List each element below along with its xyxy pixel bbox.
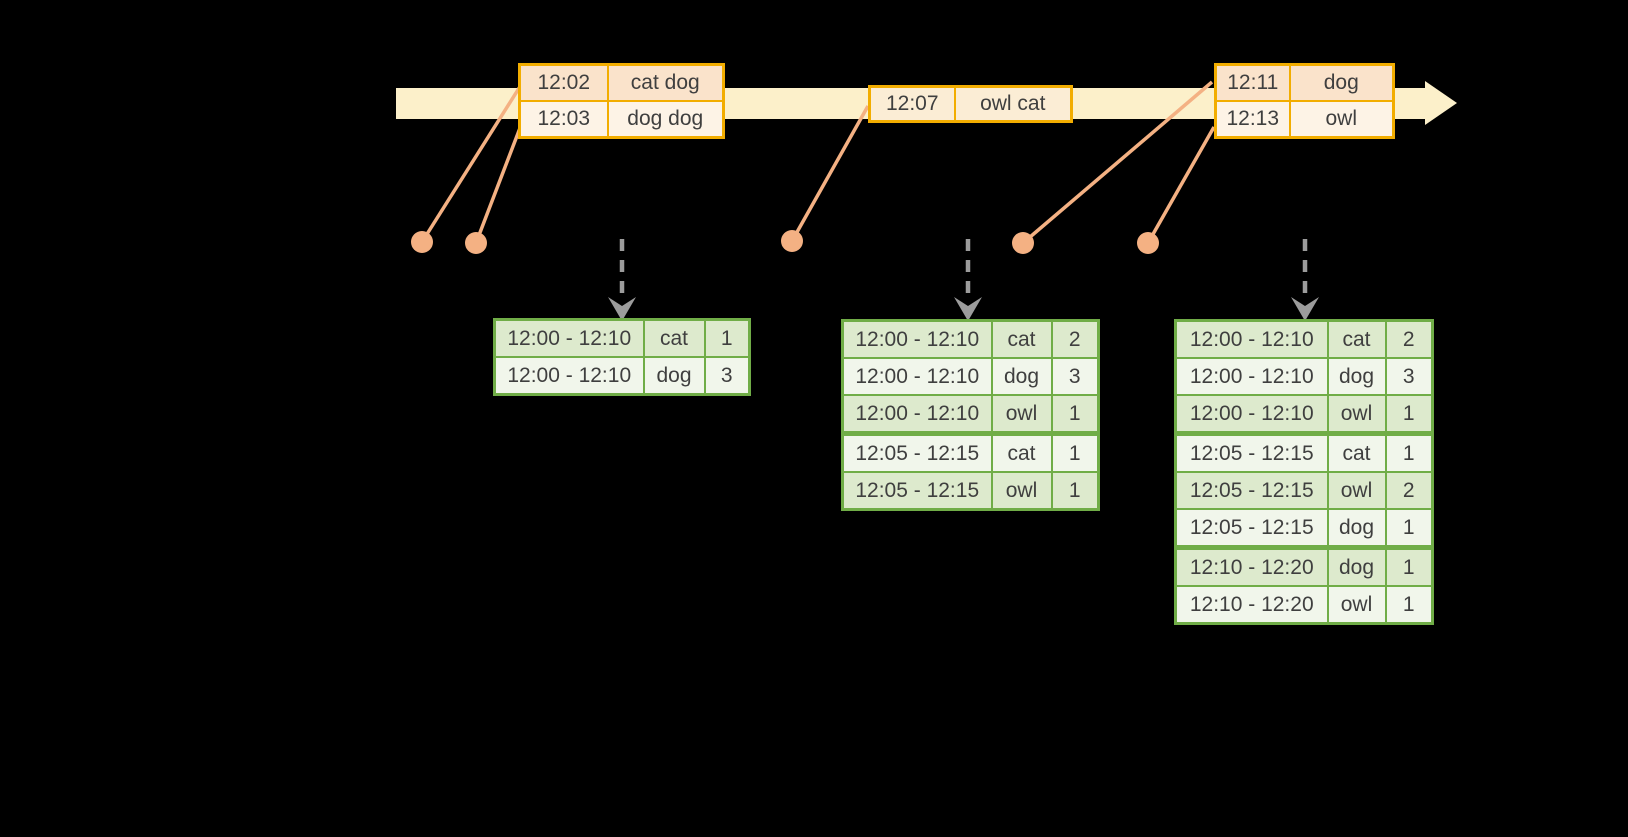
window-cell: 12:00 - 12:10 <box>841 319 993 359</box>
time-cell: 12:03 <box>518 100 609 139</box>
window-cell: 12:05 - 12:15 <box>1174 471 1329 510</box>
text-cell: owl cat <box>953 85 1073 123</box>
event-dots <box>411 230 1159 254</box>
event-dot-1 <box>411 231 433 253</box>
word-cell: owl <box>990 394 1053 435</box>
count-cell: 2 <box>1384 319 1434 359</box>
count-cell: 1 <box>1050 394 1100 435</box>
event-connector-5 <box>1146 126 1216 244</box>
window-cell: 12:10 - 12:20 <box>1174 585 1329 625</box>
text-cell: owl <box>1288 100 1395 139</box>
count-cell: 2 <box>1384 471 1434 510</box>
window-cell: 12:00 - 12:10 <box>841 394 993 435</box>
trigger-arrowhead-icon-2 <box>954 297 982 321</box>
window-cell: 12:00 - 12:10 <box>1174 357 1329 396</box>
count-cell: 1 <box>1384 431 1434 473</box>
window-cell: 12:05 - 12:15 <box>1174 431 1329 473</box>
event-dot-3 <box>781 230 803 252</box>
event-connector-4 <box>1021 80 1214 245</box>
word-cell: dog <box>990 357 1053 396</box>
window-cell: 12:05 - 12:15 <box>1174 508 1329 549</box>
event-connectors <box>420 80 1216 245</box>
count-cell: 1 <box>1384 508 1434 549</box>
trigger-arrows <box>608 239 1319 321</box>
window-cell: 12:00 - 12:10 <box>1174 394 1329 435</box>
word-cell: owl <box>990 471 1053 511</box>
event-dot-5 <box>1137 232 1159 254</box>
window-cell: 12:00 - 12:10 <box>841 357 993 396</box>
count-cell: 3 <box>1384 357 1434 396</box>
word-cell: dog <box>642 356 706 396</box>
count-cell: 1 <box>703 318 751 358</box>
count-cell: 1 <box>1050 471 1100 511</box>
word-cell: owl <box>1326 585 1387 625</box>
word-cell: cat <box>1326 431 1387 473</box>
word-cell: owl <box>1326 471 1387 510</box>
word-cell: cat <box>990 431 1053 473</box>
event-dot-4 <box>1012 232 1034 254</box>
window-cell: 12:10 - 12:20 <box>1174 545 1329 587</box>
window-cell: 12:00 - 12:10 <box>1174 319 1329 359</box>
window-cell: 12:05 - 12:15 <box>841 431 993 473</box>
window-cell: 12:00 - 12:10 <box>493 356 645 396</box>
word-cell: dog <box>1326 545 1387 587</box>
count-cell: 2 <box>1050 319 1100 359</box>
text-cell: dog dog <box>606 100 725 139</box>
time-cell: 12:02 <box>518 63 609 102</box>
text-cell: dog <box>1288 63 1395 102</box>
event-connector-3 <box>790 105 870 242</box>
trigger-arrowhead-icon-1 <box>608 297 636 321</box>
trigger-arrowhead-icon-3 <box>1291 297 1319 321</box>
window-cell: 12:00 - 12:10 <box>493 318 645 358</box>
time-cell: 12:07 <box>868 85 956 123</box>
count-cell: 1 <box>1050 431 1100 473</box>
event-connector-2 <box>474 127 522 244</box>
text-cell: cat dog <box>606 63 725 102</box>
time-cell: 12:11 <box>1214 63 1291 102</box>
word-cell: cat <box>642 318 706 358</box>
window-cell: 12:05 - 12:15 <box>841 471 993 511</box>
event-connector-1 <box>420 84 523 243</box>
word-cell: cat <box>1326 319 1387 359</box>
time-cell: 12:13 <box>1214 100 1291 139</box>
word-cell: cat <box>990 319 1053 359</box>
event-dot-2 <box>465 232 487 254</box>
word-cell: dog <box>1326 508 1387 549</box>
count-cell: 1 <box>1384 545 1434 587</box>
count-cell: 1 <box>1384 585 1434 625</box>
count-cell: 3 <box>1050 357 1100 396</box>
count-cell: 1 <box>1384 394 1434 435</box>
timeline-arrowhead-icon <box>1425 81 1457 125</box>
word-cell: owl <box>1326 394 1387 435</box>
word-cell: dog <box>1326 357 1387 396</box>
count-cell: 3 <box>703 356 751 396</box>
